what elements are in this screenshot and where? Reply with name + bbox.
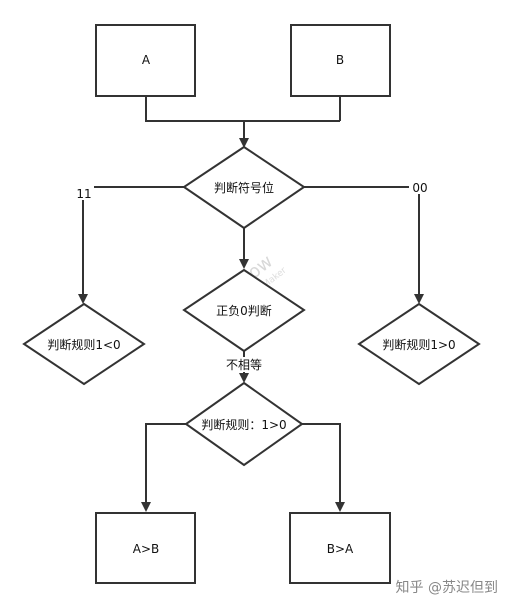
rule-right-shape [357,302,481,386]
edge-rule-right [302,423,345,512]
edge-label-not-equal: 不相等 [226,358,262,372]
check-pos-neg-zero-label: 正负0判断 [216,303,272,318]
result-b-gt-a-label: B>A [327,542,354,556]
box-b-shape [290,24,391,97]
node-box-a: A [95,24,196,97]
node-check-sign-bit: 判断符号位 [182,145,306,230]
node-result-a-gt-b: A>B [95,512,196,584]
edge-label-bg-left [74,186,94,200]
rule-middle-shape [184,381,304,467]
edge-rule-left [141,423,186,512]
rule-left-label: 判断规则1<0 [47,337,120,352]
result-a-gt-b-label: A>B [133,542,160,556]
result-b-gt-a-shape [289,512,391,584]
edge-sign-right [304,186,424,304]
box-a-label: A [142,53,151,67]
edge-label-right: 00 [412,181,427,195]
edge-sign-left [78,186,184,304]
result-a-gt-b-shape [95,512,196,584]
check-sign-bit-label: 判断符号位 [214,180,274,195]
edge-label-bg-right [409,180,431,194]
box-a-shape [95,24,196,97]
rule-left-shape [22,302,146,386]
credit-text: 知乎 @苏迟但到 [396,579,498,596]
rule-right-label: 判断规则1>0 [382,337,455,352]
node-rule-left: 判断规则1<0 [22,302,146,386]
edge-label-bg-not-equal [223,357,265,372]
node-box-b: B [290,24,391,97]
edge-label-left: 11 [76,187,91,201]
node-result-b-gt-a: B>A [289,512,391,584]
check-pos-neg-zero-shape [182,268,306,353]
box-b-label: B [336,53,344,67]
rule-middle-label: 判断规则：1>0 [201,417,286,432]
check-sign-bit-shape [182,145,306,230]
node-rule-right: 判断规则1>0 [357,302,481,386]
node-check-pos-neg-zero: 正负0判断 [182,268,306,353]
edge-a-merge [145,96,340,122]
node-rule-middle: 判断规则：1>0 [184,381,304,467]
